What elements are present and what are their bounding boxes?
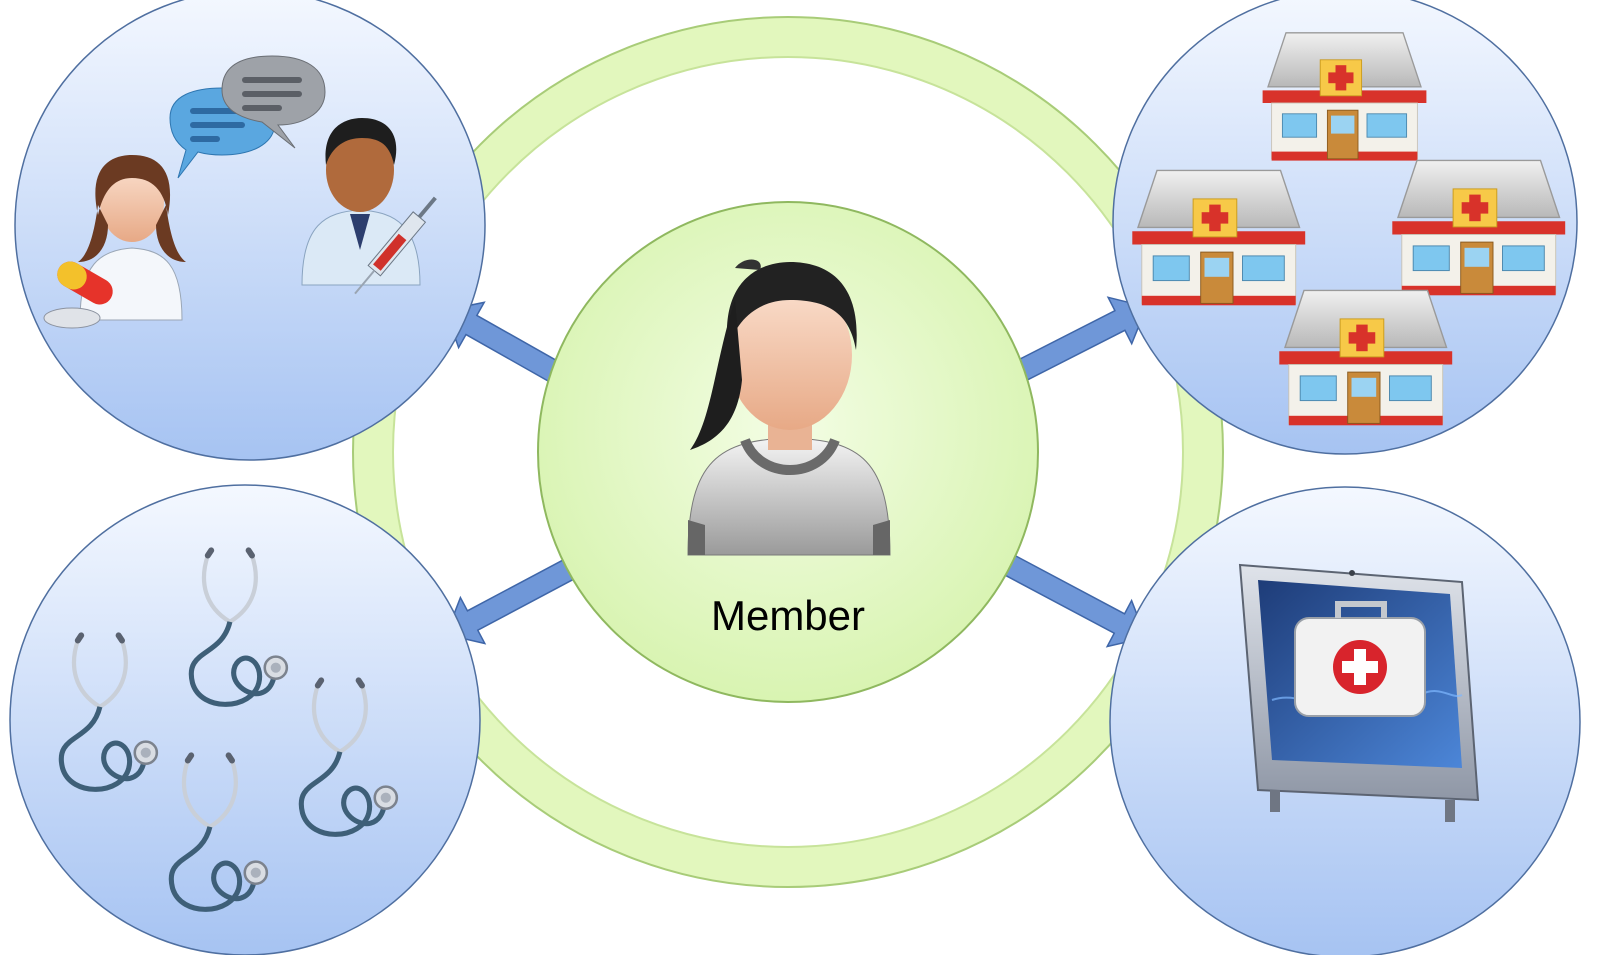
hospital-building-icon	[1278, 289, 1453, 427]
male-doctor-with-syringe-icon	[301, 118, 437, 295]
hospitals-node	[1112, 0, 1578, 455]
care-team-node	[14, 0, 486, 461]
hospital-building-icon	[1131, 169, 1306, 307]
physicians-node	[9, 484, 481, 955]
member-label: Member	[711, 592, 865, 639]
center-member-node: Member	[537, 201, 1039, 703]
female-member-avatar-icon	[687, 259, 891, 556]
hospital-building-icon	[1261, 32, 1428, 162]
hospital-building-icon	[1391, 159, 1566, 297]
telehealth-node	[1109, 486, 1581, 955]
chat-bubbles-icon	[169, 55, 326, 179]
pills-icon	[43, 261, 113, 329]
monitor-with-first-aid-kit-icon	[1238, 563, 1480, 822]
